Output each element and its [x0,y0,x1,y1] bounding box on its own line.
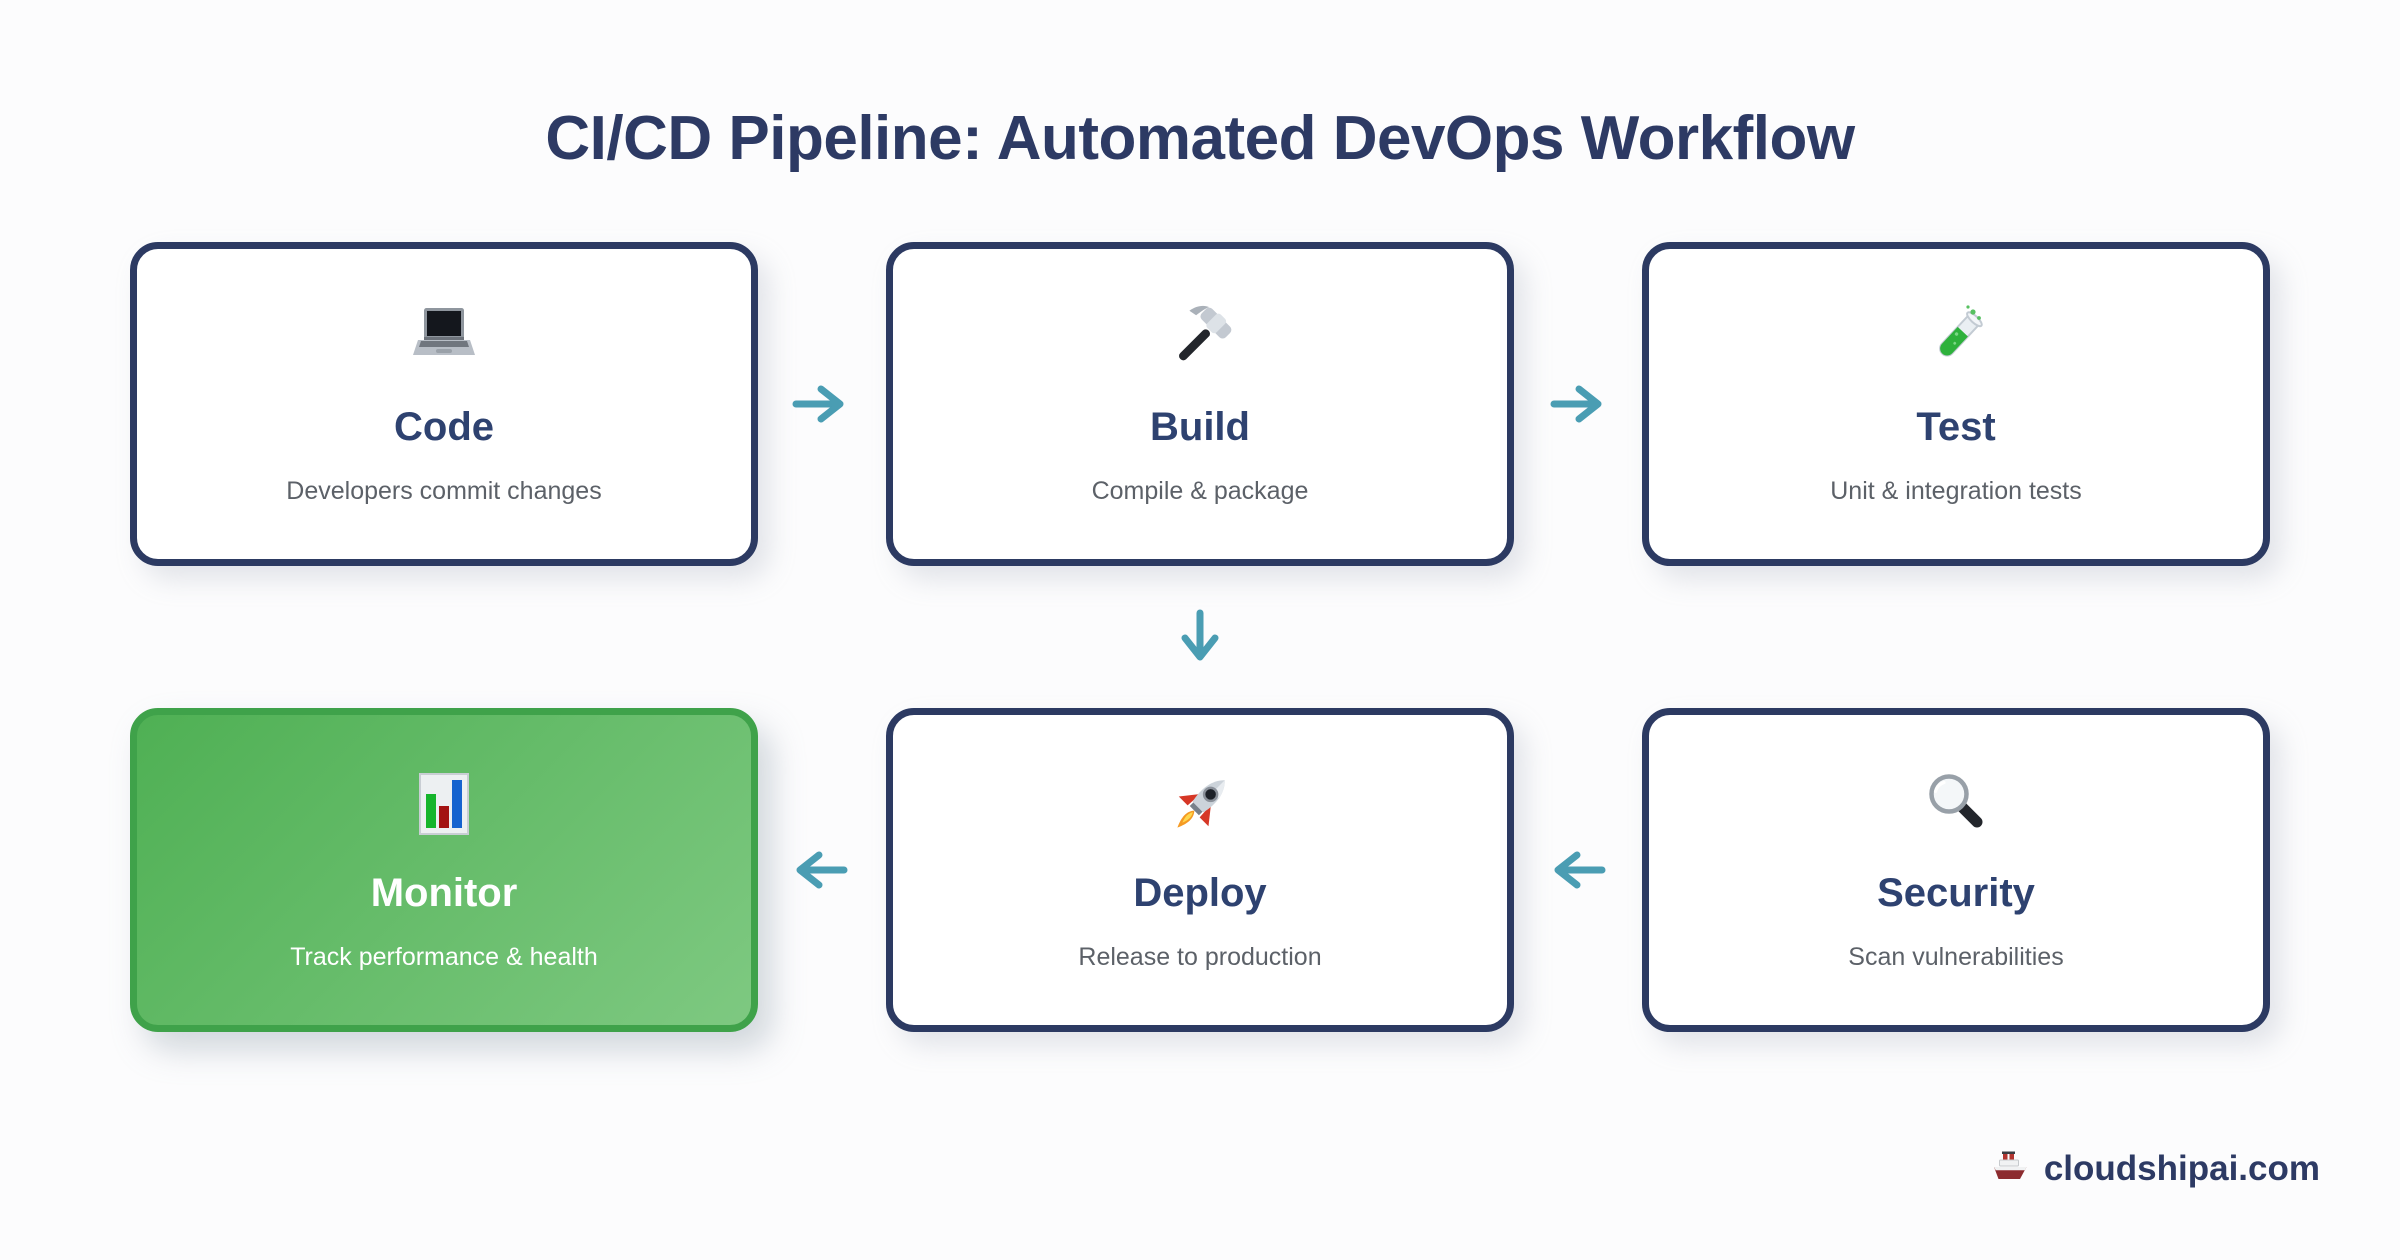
bar-chart-icon [404,763,484,847]
stage-card-test: Test Unit & integration tests [1642,242,2270,566]
stage-title: Monitor [370,871,518,915]
ship-icon [1990,1146,2030,1191]
stage-card-security: Security Scan vulnerabilities [1642,708,2270,1032]
stage-title: Build [1150,405,1250,449]
stage-card-deploy: Deploy Release to production [886,708,1514,1032]
stage-subtitle: Track performance & health [290,943,598,971]
stage-card-monitor: Monitor Track performance & health [130,708,758,1032]
arrow-left-icon [796,851,848,889]
stage-subtitle: Scan vulnerabilities [1848,943,2064,971]
stage-title: Security [1877,871,2035,915]
stage-title: Code [394,405,494,449]
stage-subtitle: Release to production [1078,943,1322,971]
footer-brand-text: cloudshipai.com [2043,1148,2320,1188]
arrow-right-icon [792,385,844,423]
hammer-icon [1160,297,1240,381]
footer-brand: cloudshipai.com [1990,1146,2320,1191]
arrow-down-icon [1181,609,1219,661]
stage-card-code: Code Developers commit changes [130,242,758,566]
laptop-icon [404,297,484,381]
stage-title: Deploy [1133,871,1267,915]
rocket-icon [1160,763,1240,847]
stage-card-build: Build Compile & package [886,242,1514,566]
magnifying-glass-icon [1916,763,1996,847]
arrow-left-icon [1554,851,1606,889]
stage-subtitle: Unit & integration tests [1830,477,2082,505]
stage-title: Test [1916,405,1996,449]
page-title: CI/CD Pipeline: Automated DevOps Workflo… [545,104,1855,173]
stage-subtitle: Compile & package [1091,477,1309,505]
stage-subtitle: Developers commit changes [286,477,602,505]
test-tube-icon [1916,297,1996,381]
arrow-right-icon [1550,385,1602,423]
